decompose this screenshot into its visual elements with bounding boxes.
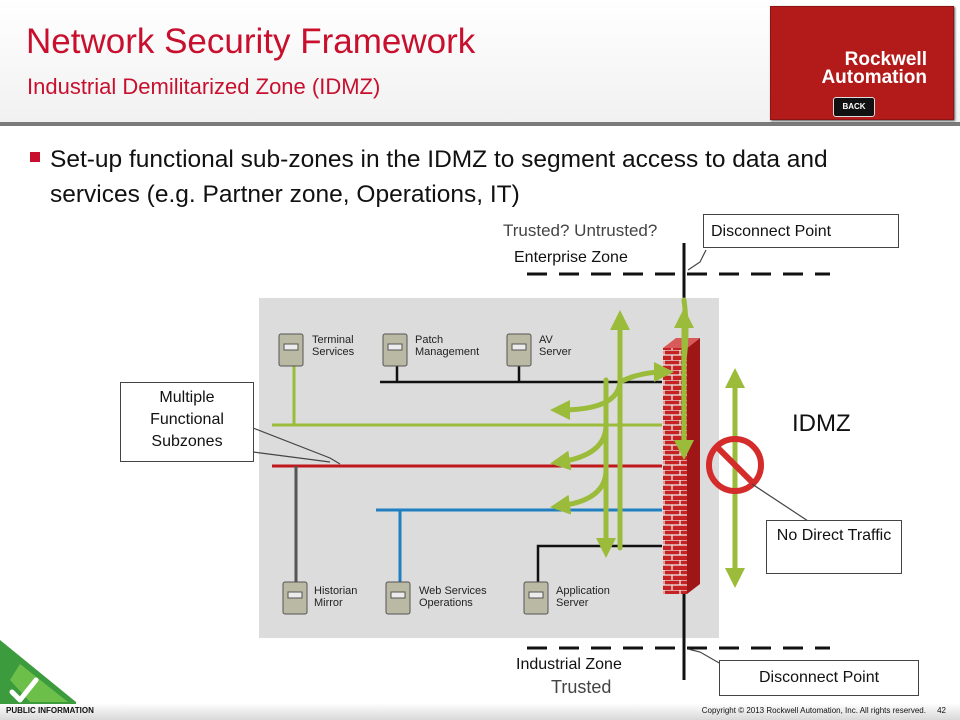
- trusted-label: Trusted: [551, 677, 612, 697]
- server-label-historian: Historian Mirror: [314, 585, 358, 609]
- server-label-application: Application Server: [556, 585, 610, 609]
- classification-label: PUBLIC INFORMATION: [6, 706, 94, 715]
- logo-line-1: Rockwell: [844, 49, 927, 70]
- back-label: BACK: [842, 102, 866, 111]
- enterprise-zone-label: Enterprise Zone: [514, 249, 628, 266]
- server-icon-av: [506, 333, 532, 367]
- callout-disconnect-top: Disconnect Point: [703, 214, 899, 248]
- page-subtitle: Industrial Demilitarized Zone (IDMZ): [27, 74, 381, 99]
- idmz-panel: [259, 298, 719, 638]
- no-entry-icon: [706, 436, 764, 494]
- server-icon-patch: [382, 333, 408, 367]
- logo-line-2: Automation: [821, 67, 927, 88]
- back-button[interactable]: BACK: [833, 97, 875, 117]
- server-label-terminal: Terminal Services: [312, 334, 355, 358]
- server-label-patch: Patch Management: [415, 334, 480, 358]
- rockwell-logo: Rockwell Automation BACK: [770, 6, 954, 120]
- industrial-zone-label: Industrial Zone: [516, 656, 622, 673]
- callout-no-direct-traffic: No Direct Traffic: [766, 520, 902, 574]
- server-icon-historian: [282, 581, 308, 615]
- server-label-av: AV Server: [539, 334, 572, 358]
- bullet-text: Set-up functional sub-zones in the IDMZ …: [50, 146, 828, 208]
- bullet-icon: [30, 152, 40, 162]
- page-title: Network Security Framework: [26, 22, 476, 61]
- server-label-webservices: Web Services Operations: [419, 585, 487, 609]
- page-number: 42: [937, 706, 946, 715]
- server-icon-webservices: [385, 581, 411, 615]
- copyright-label: Copyright © 2013 Rockwell Automation, In…: [701, 706, 926, 715]
- callout-disconnect-bottom: Disconnect Point: [719, 660, 919, 696]
- server-icon-terminal: [278, 333, 304, 367]
- server-icon-application: [523, 581, 549, 615]
- footer-bar: [0, 703, 960, 720]
- traffic-flow-arrows: [550, 297, 694, 558]
- idmz-label: IDMZ: [792, 410, 851, 437]
- checkmark-badge-icon: [0, 640, 76, 704]
- trust-question-label: Trusted? Untrusted?: [503, 221, 658, 240]
- copyright-text: Copyright © 2013 Rockwell Automation, In…: [702, 706, 946, 715]
- firewall-icon: [663, 338, 700, 594]
- callout-multiple-subzones: Multiple Functional Subzones: [120, 382, 254, 462]
